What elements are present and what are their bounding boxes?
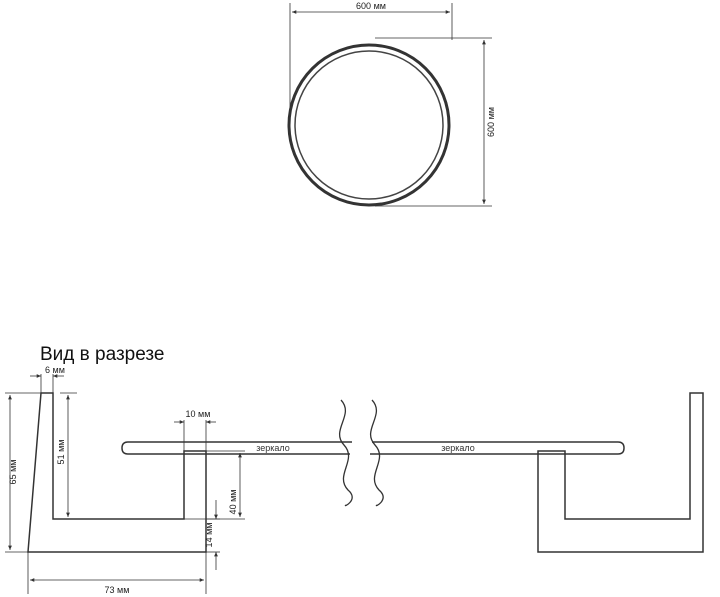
outer-height-label: 65 мм — [8, 460, 18, 485]
frame-profile-right — [537, 392, 704, 553]
break-line-right — [369, 399, 384, 507]
mirror-inner-circle — [294, 50, 444, 200]
inner-height-label: 51 мм — [56, 440, 66, 465]
thickness-label: 6 мм — [45, 365, 65, 375]
mirror-outer-circle — [287, 43, 451, 207]
height-label: 600 мм — [486, 107, 496, 137]
mirror-bar-right — [370, 441, 625, 455]
step-height-label: 40 мм — [228, 490, 238, 515]
width-label: 600 мм — [356, 1, 386, 11]
section-title: Вид в разрезе — [40, 344, 164, 365]
gap-label: 10 мм — [186, 409, 211, 419]
mirror-label-left: зеркало — [256, 443, 290, 453]
break-line-left — [338, 399, 353, 507]
top-view: 600 мм 600 мм — [287, 1, 496, 207]
frame-profile-left — [27, 392, 207, 553]
section-view: зеркало зеркало 6 мм 10 мм 65 мм 51 мм 4… — [5, 365, 704, 595]
width-section-label: 73 мм — [105, 585, 130, 595]
mirror-label-right: зеркало — [441, 443, 475, 453]
mirror-bar-left — [121, 441, 352, 455]
base-thickness-label: 14 мм — [204, 523, 214, 548]
